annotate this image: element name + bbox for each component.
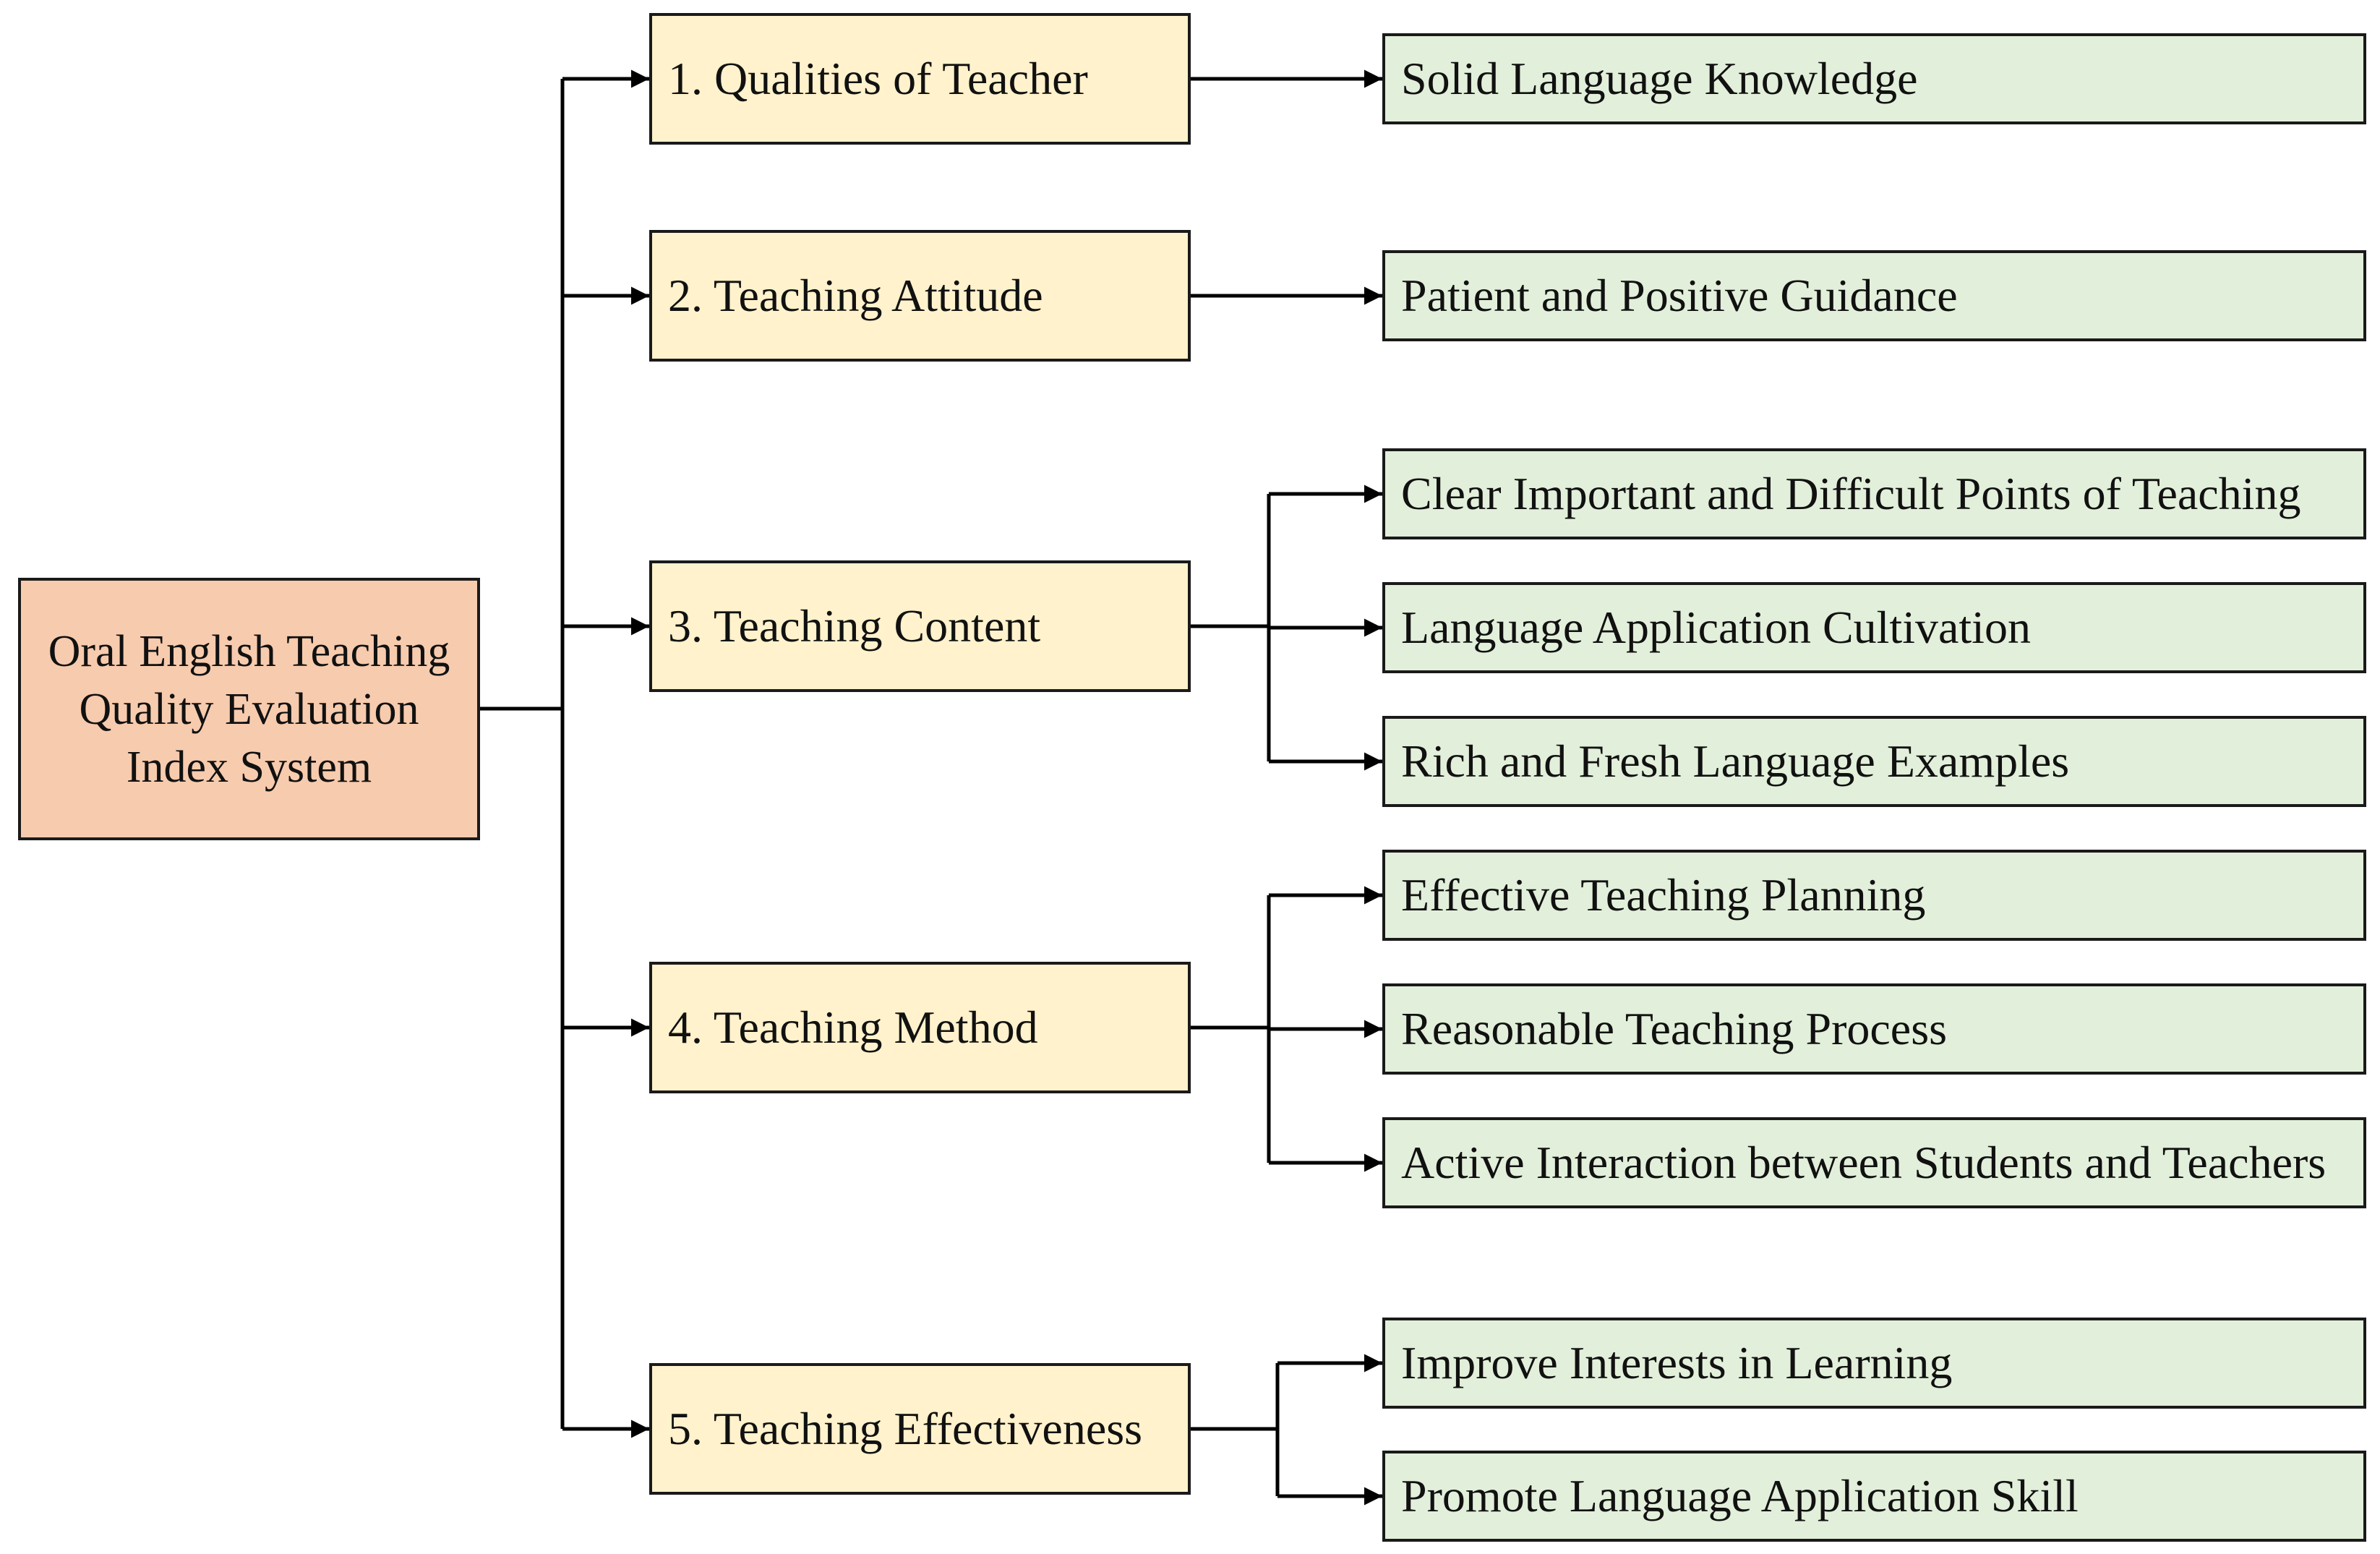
category-label: 5. Teaching Effectiveness bbox=[668, 1403, 1143, 1454]
category-label: 3. Teaching Content bbox=[668, 600, 1041, 652]
category-label: 2. Teaching Attitude bbox=[668, 270, 1043, 321]
category-label: 4. Teaching Method bbox=[668, 1002, 1038, 1053]
leaf-label: Promote Language Application Skill bbox=[1401, 1470, 2079, 1521]
root-line-1: Oral English Teaching bbox=[48, 626, 450, 676]
leaf-node-patient-positive-guidance: Patient and Positive Guidance bbox=[1382, 250, 2366, 341]
leaf-label: Clear Important and Difficult Points of … bbox=[1401, 468, 2301, 519]
leaf-label: Rich and Fresh Language Examples bbox=[1401, 735, 2070, 787]
leaf-node-reasonable-teaching-process: Reasonable Teaching Process bbox=[1382, 983, 2366, 1075]
leaf-node-language-application-cultivation: Language Application Cultivation bbox=[1382, 582, 2366, 673]
leaf-label: Active Interaction between Students and … bbox=[1401, 1137, 2327, 1188]
leaf-label: Language Application Cultivation bbox=[1401, 602, 2031, 653]
category-label: 1. Qualities of Teacher bbox=[668, 53, 1088, 104]
leaf-node-active-interaction: Active Interaction between Students and … bbox=[1382, 1117, 2366, 1208]
root-node-text: Oral English Teaching Quality Evaluation… bbox=[48, 623, 450, 796]
category-node-teaching-attitude: 2. Teaching Attitude bbox=[649, 230, 1191, 362]
root-line-2: Quality Evaluation bbox=[79, 684, 419, 734]
leaf-node-promote-language-skill: Promote Language Application Skill bbox=[1382, 1451, 2366, 1542]
leaf-label: Reasonable Teaching Process bbox=[1401, 1003, 1947, 1054]
category-node-teaching-method: 4. Teaching Method bbox=[649, 962, 1191, 1093]
leaf-node-improve-interests: Improve Interests in Learning bbox=[1382, 1318, 2366, 1409]
root-node: Oral English Teaching Quality Evaluation… bbox=[18, 578, 480, 840]
category-node-teaching-content: 3. Teaching Content bbox=[649, 560, 1191, 692]
leaf-node-clear-important-difficult-points: Clear Important and Difficult Points of … bbox=[1382, 448, 2366, 539]
category-node-teaching-effectiveness: 5. Teaching Effectiveness bbox=[649, 1363, 1191, 1495]
category-node-qualities-of-teacher: 1. Qualities of Teacher bbox=[649, 13, 1191, 145]
leaf-node-effective-teaching-planning: Effective Teaching Planning bbox=[1382, 850, 2366, 941]
leaf-label: Improve Interests in Learning bbox=[1401, 1337, 1953, 1388]
leaf-label: Effective Teaching Planning bbox=[1401, 869, 1926, 921]
root-line-3: Index System bbox=[126, 742, 372, 792]
leaf-label: Patient and Positive Guidance bbox=[1401, 270, 1958, 321]
leaf-node-rich-fresh-language-examples: Rich and Fresh Language Examples bbox=[1382, 716, 2366, 807]
leaf-label: Solid Language Knowledge bbox=[1401, 53, 1918, 104]
leaf-node-solid-language-knowledge: Solid Language Knowledge bbox=[1382, 33, 2366, 124]
